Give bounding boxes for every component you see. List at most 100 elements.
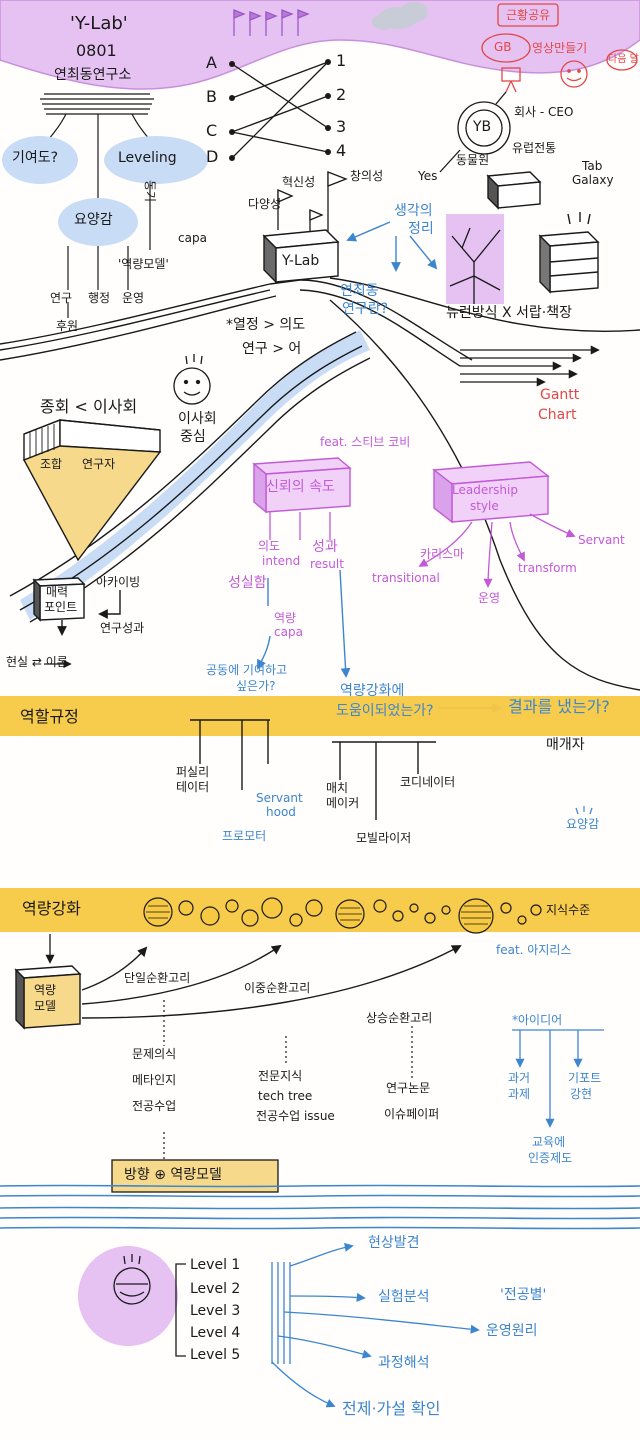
level-1: Level 1: [190, 1257, 241, 1273]
loop-single: 단일순환고리: [124, 971, 191, 985]
loop-curves: [81, 944, 462, 1019]
match-right-1: 1: [336, 51, 347, 70]
tree-operation: 운영: [122, 291, 145, 305]
idea-past-1: 과거: [508, 1071, 531, 1085]
yb-note-europe: 유럽전통: [512, 141, 557, 155]
gn-note-tab: Tab: [582, 159, 603, 173]
level-out-5: 전제·가설 확인: [342, 1399, 441, 1418]
horizontal-river: [0, 1184, 640, 1230]
top-wave: [0, 0, 640, 90]
leader-transitional: transitional: [372, 571, 440, 585]
capacity-model-label-2: 모델: [34, 999, 57, 1013]
capa-label-1: 역량: [274, 611, 297, 625]
single-loop-item-2: 메타인지: [132, 1073, 177, 1087]
match-right-3: 3: [336, 117, 347, 136]
leader-charisma: 카리스마: [420, 547, 465, 561]
attraction-label-2: 포인트: [44, 600, 78, 614]
header-lines: [40, 93, 154, 115]
top-right-badge: 다음 달: [608, 54, 639, 65]
gn-cube-label: GN: [506, 185, 526, 199]
band-role: [0, 696, 640, 736]
long-curve: [329, 299, 640, 691]
left-lower-tree: [67, 246, 129, 318]
result-label-2: result: [310, 557, 344, 571]
tree-admin: 행정: [88, 291, 111, 305]
river-lines: [9, 331, 371, 623]
leader-transform: transform: [518, 561, 577, 575]
level-out-1: 현상발견: [368, 1235, 420, 1251]
band-capacity-label: 역량강화: [22, 899, 81, 918]
top-right-video: 영상만들기: [532, 41, 588, 55]
role-question-1a: 공동에 기여하고: [206, 663, 288, 677]
match-left-c: C: [206, 121, 218, 140]
river-band: [20, 330, 370, 620]
research-label: 연구 > 어: [242, 341, 302, 357]
trust-box-icon: [252, 457, 352, 514]
role-coordinator: 코디네이터: [400, 775, 456, 789]
role-tree: [190, 719, 436, 820]
loop-ascend: 상승순환고리: [366, 1011, 433, 1025]
role-facilitator-1: 퍼실리: [176, 765, 210, 779]
ascend-loop-item-2: 이슈페이퍼: [384, 1107, 440, 1121]
leadership-box-icon: [432, 461, 550, 524]
leader-operation: 운영: [478, 591, 501, 605]
idea-edu-1: 교육에: [532, 1135, 566, 1149]
header-title-lab: 연최동연구소: [54, 67, 132, 83]
bubble-leveling-label: Leveling: [118, 150, 177, 166]
capacity-model-cube-icon: [14, 965, 82, 1030]
role-promoter: 프로모터: [222, 829, 267, 843]
level-out-2b: '전공별': [500, 1287, 547, 1303]
dotted-links: [163, 1000, 413, 1160]
intent-label-2: intend: [262, 554, 301, 568]
double-loop-item-2: tech tree: [258, 1089, 313, 1103]
tree-support: 후원: [56, 319, 79, 333]
capacity-model-label-1: 역량: [34, 983, 57, 997]
archiving-label: 아카이빙: [96, 575, 141, 589]
knowledge-level-label: 지식수준: [546, 903, 591, 917]
matching-lines: [231, 61, 329, 159]
match-left-a: A: [206, 53, 217, 72]
center-flags: [277, 171, 348, 236]
funnel-title: 종회 < 이사회: [40, 397, 138, 416]
match-left-d: D: [206, 147, 219, 166]
knowledge-circles: [143, 897, 542, 934]
idea-report-1: 기포트: [568, 1071, 602, 1085]
flags-row: [233, 9, 310, 36]
bubble-yoyang: [58, 198, 138, 246]
flag-diversity: 다양성: [248, 197, 282, 211]
crown-doodle: [575, 806, 593, 815]
gantt-label-2: Chart: [538, 407, 577, 423]
role-question-2a: 역량강화에: [340, 683, 405, 699]
think-arrows: [346, 221, 438, 272]
level-out-2: 실험분석: [378, 1289, 430, 1305]
gantt-label-1: Gantt: [540, 387, 580, 403]
role-yoyang: 요양감: [566, 817, 600, 831]
role-matchmaker-1: 매치: [326, 781, 349, 795]
tree-motivation: 동기: [143, 180, 157, 203]
feat-argyris: feat. 아지리스: [496, 943, 572, 957]
funnel-researcher: 연구자: [82, 457, 116, 471]
idea-past-2: 과제: [508, 1087, 531, 1101]
capa-label-2: capa: [274, 625, 303, 639]
feat-covey: feat. 스티브 코비: [320, 435, 411, 449]
passion-label: *열정 > 의도: [226, 317, 306, 333]
role-servant-1: Servant: [256, 791, 303, 805]
drawer-icon: [538, 212, 600, 294]
idea-edu-2: 인증제도: [528, 1151, 573, 1165]
level-bracket: [175, 1263, 186, 1357]
level-out-4: 과정해석: [378, 1355, 430, 1371]
direction-box-label: 방향 ⊕ 역량모델: [124, 1167, 222, 1183]
research-result-label: 연구성과: [100, 621, 145, 635]
leader-servant: Servant: [578, 533, 625, 547]
yb-note-zoo: 동물원: [456, 153, 490, 167]
level-lines: [271, 1242, 480, 1408]
board-label-1: 이사회: [178, 411, 217, 427]
top-right-gb: GB: [494, 40, 512, 54]
top-right-news: 근황공유: [506, 8, 551, 22]
loop-double: 이중순환고리: [244, 981, 311, 995]
cloud-icon: [372, 2, 428, 30]
level-out-3: 운영원리: [486, 1323, 538, 1339]
yb-logo-label: YB: [473, 119, 492, 135]
